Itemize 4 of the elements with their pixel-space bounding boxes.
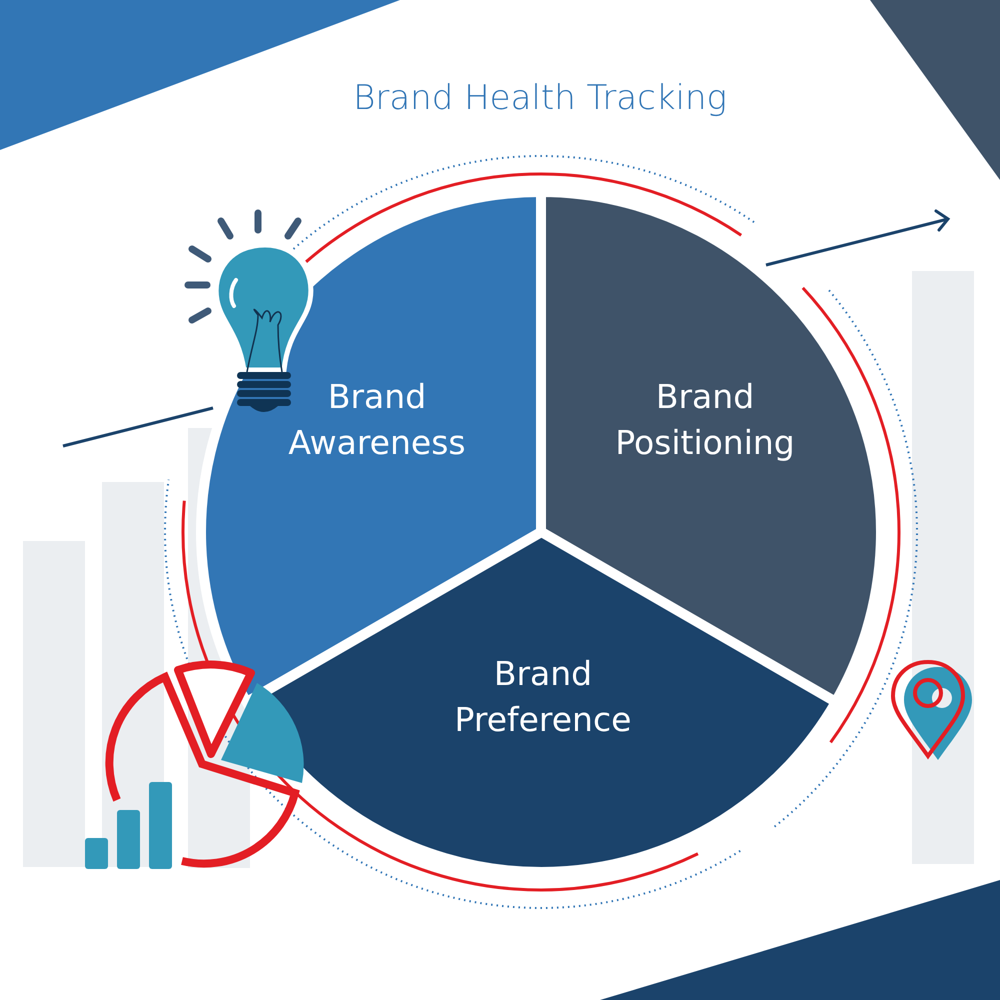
title: Brand Health Tracking (352, 78, 728, 118)
slice-label: Brand Awareness (287, 376, 467, 464)
slice-label: Brand Preference (454, 653, 632, 741)
slice-label: Brand Positioning (614, 376, 796, 464)
